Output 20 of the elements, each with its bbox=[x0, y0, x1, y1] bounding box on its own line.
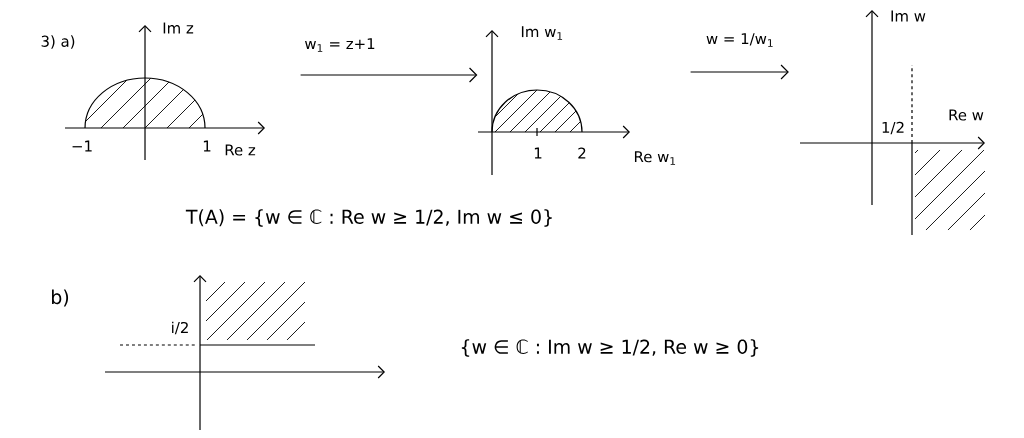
tick-label: 1 bbox=[534, 147, 542, 159]
axis-label: Re z bbox=[225, 144, 256, 156]
part-label: b) bbox=[52, 289, 69, 307]
tick-label: 1 bbox=[203, 140, 211, 152]
axis-label: 3) a) bbox=[41, 35, 75, 49]
tick-label: −1 bbox=[72, 140, 92, 152]
set-formula: {w ∈ ℂ : Im w ≥ 1/2, Re w ≥ 0} bbox=[461, 339, 759, 357]
axis-label: Im w$_{1}$ bbox=[521, 26, 563, 40]
tick-label: i/2 bbox=[172, 321, 188, 335]
edge-label: w$_{1}$ = z+1 bbox=[305, 38, 375, 52]
set-formula: T(A) = {w ∈ ℂ : Re w ≥ 1/2, Im w ≤ 0} bbox=[185, 209, 552, 227]
tick-label: 2 bbox=[578, 147, 586, 159]
edge-label: w = 1/w$_{1}$ bbox=[706, 33, 773, 47]
arrow bbox=[690, 64, 789, 80]
axis-label: Re w bbox=[949, 109, 984, 121]
axis-label: Im w bbox=[891, 10, 926, 22]
axis-label: Im z bbox=[163, 22, 194, 34]
complex-plane-drawing bbox=[799, 10, 985, 236]
arrow bbox=[300, 67, 478, 83]
tick-label: 1/2 bbox=[882, 121, 904, 135]
